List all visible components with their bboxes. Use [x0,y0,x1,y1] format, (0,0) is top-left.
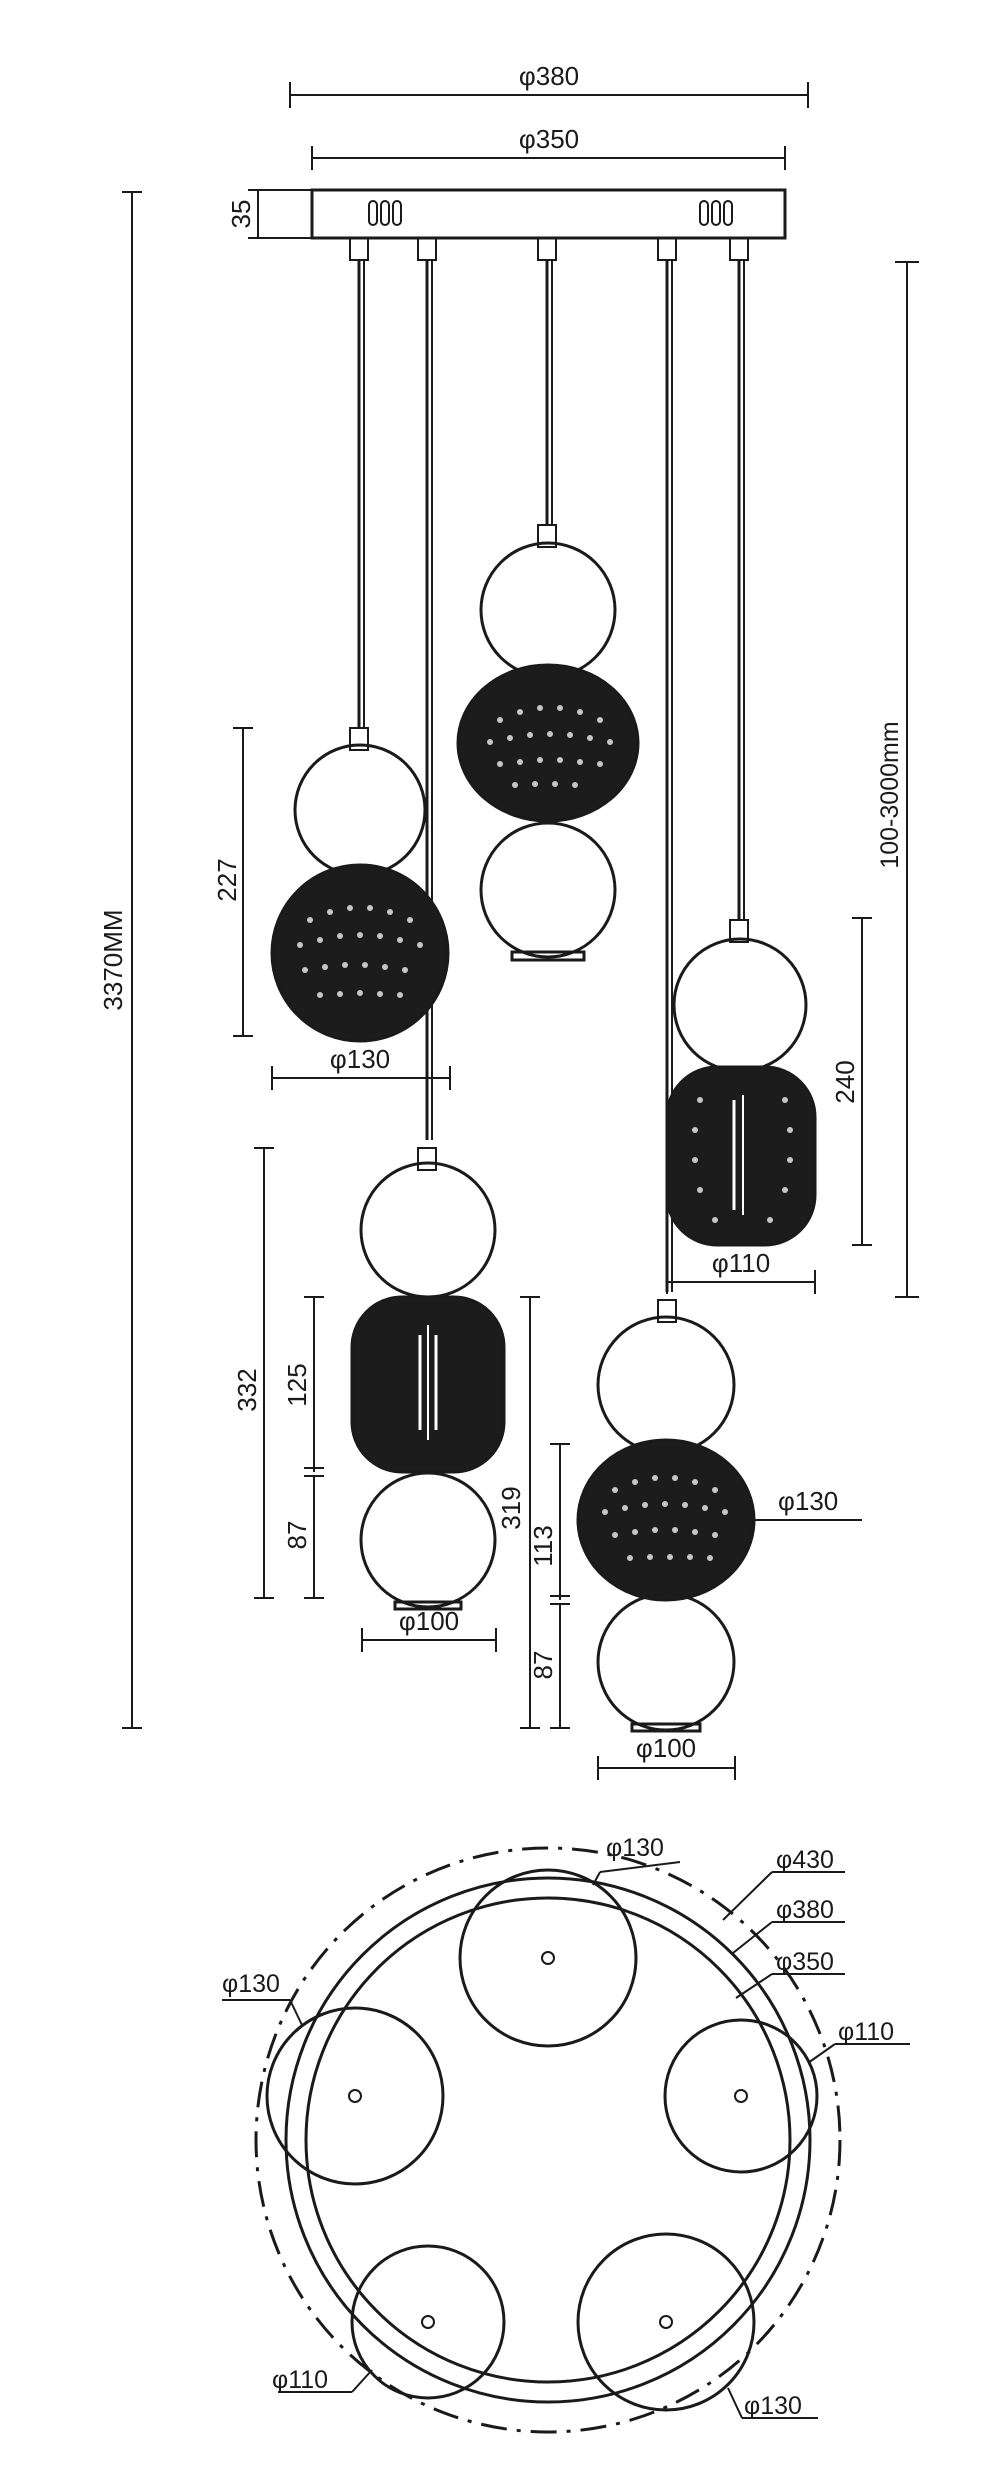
label-p2-lower: 87 [282,1521,312,1550]
label-d350-top: φ350 [519,124,579,154]
svg-text:φ110: φ110 [272,2366,328,2394]
dimension-canopy-height-35: 35 [226,189,312,239]
pendant-left-upper-dark-globe [270,863,450,1043]
dimension-p4-diameter: φ110 [666,1248,816,1294]
plan-label-d380: φ380 [732,1896,845,1954]
plan-pendant-right [663,2018,819,2174]
pendant-left-lower-upper-globe [359,1161,497,1299]
pendant-right-lower-bottom-globe [596,1592,736,1732]
plan-view: φ130 φ430 φ380 φ350 φ130 φ110 [222,1834,910,2434]
plan-pendant-bottom-right [576,2232,756,2412]
plan-pendant-left [265,2006,445,2186]
label-p3-height: 319 [496,1486,526,1529]
dimension-p3-height: 319 [496,1296,540,1729]
pendant-center-dot-pattern [487,705,613,788]
svg-text:φ110: φ110 [838,2018,894,2046]
plan-label-d350: φ350 [735,1948,845,1999]
svg-text:φ130: φ130 [744,2392,802,2420]
plan-pendant-bottom-left [350,2244,506,2400]
pendant-center-lower-globe [479,821,617,959]
pendant-right-lower-upper-globe [596,1315,736,1455]
label-p3-upper: 113 [528,1525,558,1566]
label-p2-diameter: φ100 [399,1606,459,1636]
canopy-screws-right [699,200,733,226]
dimension-p1-diameter: φ130 [271,1044,451,1090]
canopy [310,188,787,240]
label-h35: 35 [226,200,256,229]
dimension-cable-range: 100-3000mm [876,261,919,1298]
pendant-left-lower-filament [418,1325,438,1440]
label-p3-diameter: φ100 [636,1733,696,1763]
plan-label-d130-bottom: φ130 [727,2387,818,2420]
pendant-right-upper-globe [672,937,808,1073]
dimension-p2-diameter: φ100 [361,1606,497,1652]
label-p4-height: 240 [830,1060,860,1103]
label-p3-big-diameter: φ130 [778,1486,838,1516]
dimension-p3-big-diameter: φ130 [754,1486,862,1521]
pendant-right-lower-dot-pattern [602,1475,728,1561]
pendant-center [456,524,640,962]
dimension-p4-height: 240 [830,917,872,1246]
pendant-right-upper-pattern [692,1095,793,1223]
label-total-height: 3370MM [98,909,128,1010]
dimension-canopy-width-380: φ380 [289,61,809,108]
dimension-p2-lower: 87 [282,1476,324,1599]
pendant-right-lower-dark-globe [576,1438,756,1602]
plan-circle-430 [254,1846,842,2434]
cable-connectors [349,237,749,261]
pendant-center-upper-globe [479,541,617,679]
pendant-left-upper [270,727,450,1043]
plan-label-d110-right: φ110 [807,2018,910,2064]
dimension-p2-upper: 125 [282,1296,324,1477]
dimension-p3-lower: 87 [528,1604,570,1729]
dimension-total-height: 3370MM [98,191,142,1729]
svg-text:φ430: φ430 [776,1846,834,1874]
label-cable-range: 100-3000mm [876,721,904,868]
label-p2-height: 332 [232,1368,262,1411]
svg-text:φ350: φ350 [776,1948,834,1976]
pendant-center-dark-globe [456,663,640,823]
label-d380-top: φ380 [519,61,579,91]
plan-label-d130-top: φ130 [592,1834,681,1886]
dimension-canopy-width-350: φ350 [311,124,786,170]
label-p1-diameter: φ130 [330,1044,390,1074]
plan-label-d430: φ430 [722,1846,845,1921]
plan-circle-380 [284,1876,812,2404]
svg-text:φ130: φ130 [222,1970,280,1998]
label-p2-upper: 125 [282,1363,312,1406]
dimension-p3-diameter: φ100 [597,1733,736,1780]
svg-text:φ380: φ380 [776,1896,834,1924]
pendant-left-lower [350,1147,506,1611]
label-p1-height: 227 [212,858,242,901]
pendant-left-upper-globe [293,743,427,877]
dimension-p1-height: 227 [212,727,253,1037]
pendant-right-lower [576,1299,756,1733]
dimension-p2-height: 332 [232,1147,274,1599]
dimension-p3-upper: 113 [528,1443,570,1605]
svg-text:φ130: φ130 [606,1834,664,1862]
pendant-left-upper-dot-pattern [297,905,423,998]
pendant-right-upper [665,919,817,1247]
label-p4-diameter: φ110 [712,1248,770,1278]
canopy-screws-left [368,200,402,226]
plan-circle-350 [304,1896,792,2384]
plan-pendant-top [458,1868,638,2048]
pendant-right-upper-dark-shade [665,1065,817,1247]
label-p3-lower: 87 [528,1651,558,1680]
plan-label-d110-bottom: φ110 [272,2366,373,2394]
plan-label-d130-left: φ130 [222,1970,303,2026]
pendant-left-lower-bottom-globe [359,1471,497,1609]
